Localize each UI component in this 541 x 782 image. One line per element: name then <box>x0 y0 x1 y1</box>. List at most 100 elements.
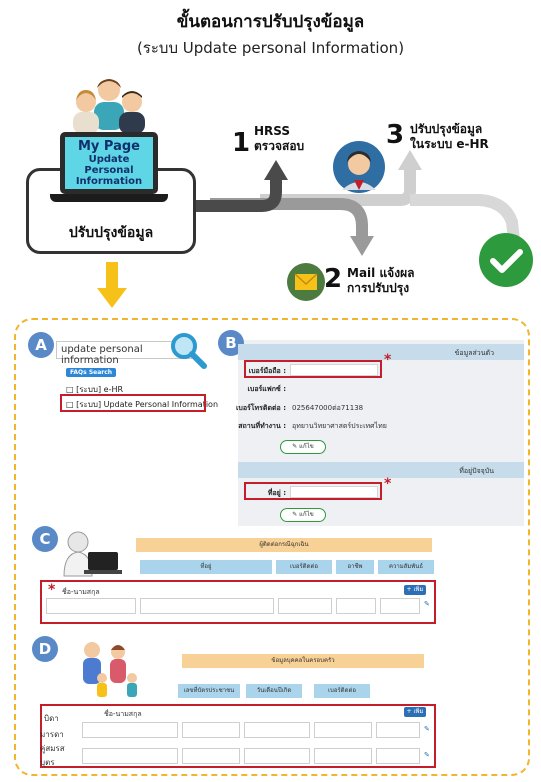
step-1-number: 1 <box>232 128 251 158</box>
mail-icon <box>287 263 325 301</box>
steps-detail-frame <box>14 318 530 776</box>
address-input[interactable] <box>290 486 378 498</box>
operator-avatar-icon <box>333 141 385 193</box>
laptop-subtitle-1: Update Personal <box>84 154 134 176</box>
step-1-line1: HRSS <box>254 124 291 138</box>
family-name-input-1[interactable] <box>82 722 178 738</box>
add-button-c[interactable]: + เพิ่ม <box>404 585 426 595</box>
contact-person-icon <box>63 531 122 577</box>
laptop-base <box>50 194 168 202</box>
step-3-number: 3 <box>386 120 405 150</box>
down-arrow-icon <box>97 262 127 308</box>
column-phone-d: เบอร์ติดต่อ <box>314 684 370 698</box>
check-circle-icon <box>479 233 533 287</box>
column-occupation: อาชีพ <box>336 560 374 574</box>
name-label-d: ชื่อ-นามสกุล <box>104 710 142 718</box>
people-group-icon <box>73 79 145 134</box>
highlight-box-a <box>60 394 206 412</box>
add-button-d[interactable]: + เพิ่ม <box>404 707 426 717</box>
column-address: ที่อยู่ <box>140 560 272 574</box>
row-mother: มารดา <box>40 730 64 739</box>
address-header: ที่อยู่ปัจจุบัน <box>238 462 524 478</box>
faq-item-ehr[interactable]: □ [ระบบ] e-HR <box>66 383 123 396</box>
faq-item-update-personal-label: [ระบบ] Update Personal Information <box>76 400 219 409</box>
phone-value: 025647000ต่อ71138 <box>292 404 364 412</box>
highlight-box-emergency <box>40 580 436 624</box>
page-subtitle: (ระบบ Update personal Information) <box>136 39 405 57</box>
family-extra-input-1[interactable] <box>376 722 420 738</box>
required-asterisk: * <box>384 476 392 492</box>
mobile-input[interactable] <box>290 364 378 376</box>
step-3-text: ปรับปรุงข้อมูล ในระบบ e-HR <box>410 122 489 152</box>
bookmark-icon: □ <box>66 385 74 394</box>
highlight-box-mobile <box>244 360 382 378</box>
edit-icon: ✎ <box>292 443 298 450</box>
column-birthdate: วันเดือนปีเกิด <box>246 684 302 698</box>
step-2-line1: Mail แจ้งผล <box>347 266 415 280</box>
family-name-input-2[interactable] <box>82 748 178 764</box>
edit-button-address[interactable]: ✎ แก้ไข <box>280 508 326 522</box>
step-3-line1: ปรับปรุงข้อมูล <box>410 122 483 136</box>
workplace-value: อุทยานวิทยาศาสตร์ประเทศไทย <box>292 422 387 430</box>
column-id-card: เลขที่บัตรประชาชน <box>178 684 240 698</box>
step-1-line2: ตรวจสอบ <box>254 139 305 153</box>
required-asterisk: * <box>48 582 56 598</box>
edit-button-address-label: แก้ไข <box>299 511 314 518</box>
relationship-input-c[interactable] <box>380 598 420 614</box>
family-birth-input-2[interactable] <box>244 748 310 764</box>
faq-item-update-personal[interactable]: □ [ระบบ] Update Personal Information <box>66 398 218 411</box>
occupation-input-c[interactable] <box>336 598 376 614</box>
magnifier-icon[interactable] <box>168 330 208 370</box>
step-1-text: HRSS ตรวจสอบ <box>254 124 304 154</box>
flow-arrows <box>196 150 520 256</box>
name-label-c: ชื่อ-นามสกุล <box>62 588 100 596</box>
address-label: ที่อยู่ : <box>267 489 286 497</box>
step-3-line2: ในระบบ e-HR <box>410 137 489 151</box>
faq-item-ehr-label: [ระบบ] e-HR <box>76 385 124 394</box>
edit-button-personal-label: แก้ไข <box>299 443 314 450</box>
badge-a: A <box>28 332 54 358</box>
workplace-label: สถานที่ทำงาน : <box>238 422 286 430</box>
family-id-input-1[interactable] <box>182 722 240 738</box>
family-extra-input-2[interactable] <box>376 748 420 764</box>
family-phone-input-2[interactable] <box>314 748 372 764</box>
mobile-label: เบอร์มือถือ : <box>248 367 286 375</box>
personal-info-header: ข้อมูลส่วนตัว <box>238 344 524 360</box>
row-father: บิดา <box>44 714 59 723</box>
family-icon <box>83 642 137 697</box>
laptop-screen: My Page Update Personal Information <box>60 132 158 194</box>
row-spouse: คู่สมรส <box>40 744 65 753</box>
emergency-contact-header: ผู้ติดต่อกรณีฉุกเฉิน <box>136 538 432 552</box>
faq-search-button[interactable]: FAQs Search <box>66 368 117 377</box>
step-2-text: Mail แจ้งผล การปรับปรุง <box>347 266 414 296</box>
family-info-header: ข้อมูลบุคคลในครอบครัว <box>182 654 424 668</box>
badge-d: D <box>32 636 58 662</box>
edit-icon-d-2[interactable]: ✎ <box>424 751 430 759</box>
laptop-title: My Page <box>77 139 140 154</box>
faq-search-input[interactable]: update personal information <box>56 341 192 366</box>
name-input-c[interactable] <box>46 598 136 614</box>
highlight-box-address <box>244 482 382 500</box>
bookmark-icon: □ <box>66 400 74 409</box>
required-asterisk: * <box>384 352 392 368</box>
edit-icon: ✎ <box>292 511 298 518</box>
edit-icon-d-1[interactable]: ✎ <box>424 725 430 733</box>
laptop-subtitle-2: Information <box>75 176 143 187</box>
family-id-input-2[interactable] <box>182 748 240 764</box>
page-title: ขั้นตอนการปรับปรุงข้อมูล <box>176 12 365 32</box>
column-phone: เบอร์ติดต่อ <box>276 560 332 574</box>
address-input-c[interactable] <box>140 598 274 614</box>
edit-icon-c[interactable]: ✎ <box>424 600 430 608</box>
family-phone-input-1[interactable] <box>314 722 372 738</box>
row-child: บุตร <box>40 758 55 767</box>
column-relationship: ความสัมพันธ์ <box>378 560 434 574</box>
phone-input-c[interactable] <box>278 598 332 614</box>
highlight-box-family <box>40 704 436 768</box>
edit-button-personal[interactable]: ✎ แก้ไข <box>280 440 326 454</box>
step-2-line2: การปรับปรุง <box>347 281 410 295</box>
fax-label: เบอร์แฟกซ์ : <box>247 385 287 393</box>
family-birth-input-1[interactable] <box>244 722 310 738</box>
start-label: ปรับปรุงข้อมูล <box>68 225 154 241</box>
badge-c: C <box>32 526 58 552</box>
step-2-number: 2 <box>324 264 343 294</box>
